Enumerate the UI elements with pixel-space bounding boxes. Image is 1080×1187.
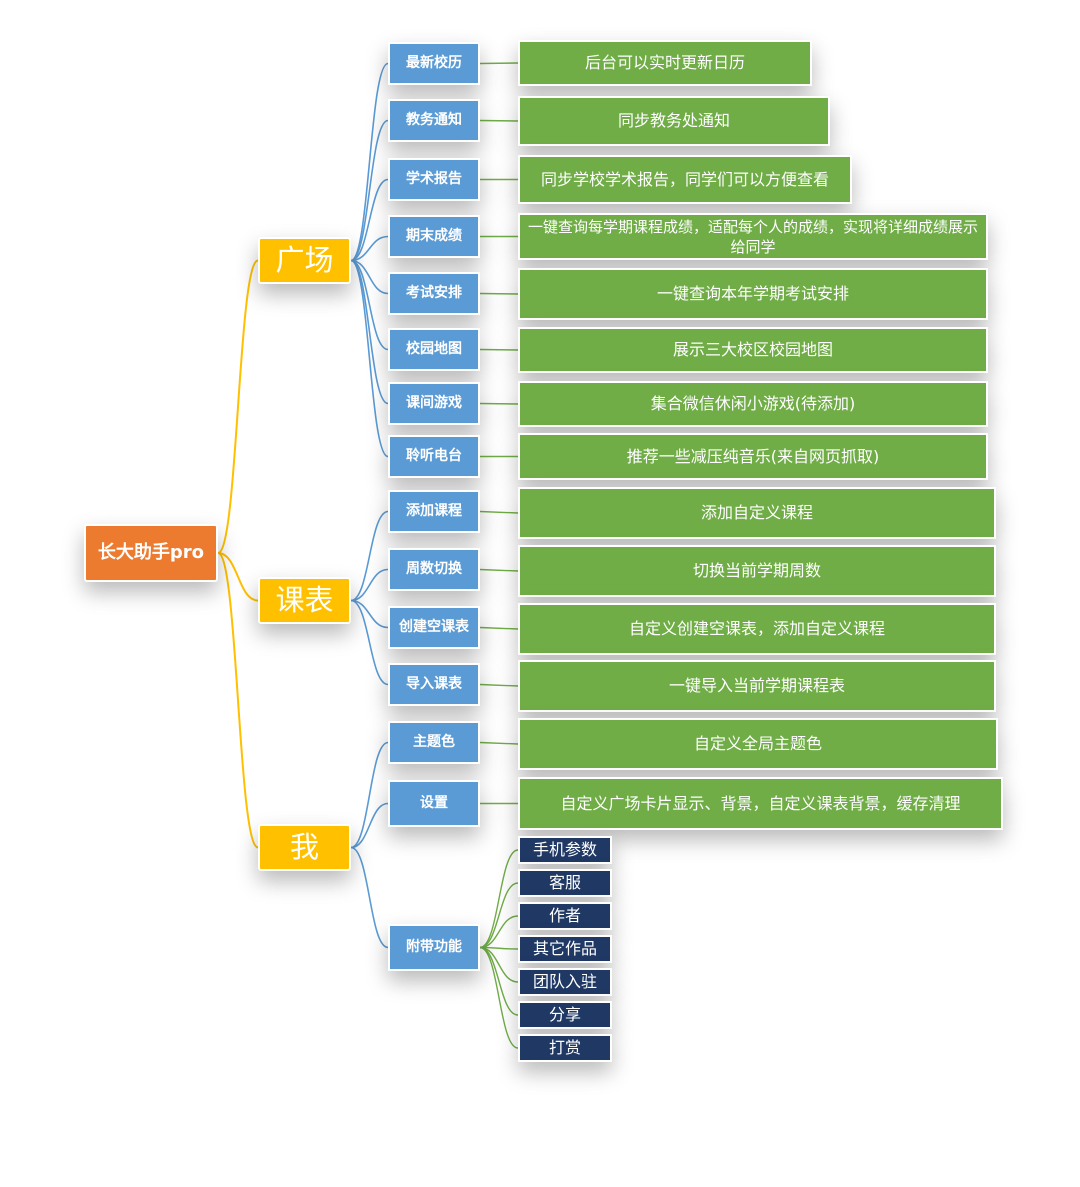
leaf-break-games: 课间游戏 bbox=[388, 382, 480, 425]
leaf-academic-notice: 教务通知 bbox=[388, 99, 480, 142]
leaf-latest-calendar: 最新校历 bbox=[388, 42, 480, 85]
connector-leaf-latest-calendar bbox=[350, 62, 389, 262]
connector-desc-add-course bbox=[479, 510, 519, 514]
connector-leaf-break-games bbox=[350, 259, 389, 405]
connector-leaf-exam-schedule bbox=[350, 259, 389, 295]
connector-root-branch-kebiao bbox=[217, 552, 259, 602]
leaf-create-empty-schedule: 创建空课表 bbox=[388, 606, 480, 649]
desc-week-switch: 切换当前学期周数 bbox=[518, 545, 996, 597]
connector-leaf-import-schedule bbox=[350, 599, 389, 686]
desc-import-schedule: 一键导入当前学期课程表 bbox=[518, 660, 996, 712]
connector-desc-exam-schedule bbox=[479, 292, 519, 295]
connector-extra-customer-service bbox=[479, 882, 519, 949]
desc-add-course: 添加自定义课程 bbox=[518, 487, 996, 539]
desc-settings: 自定义广场卡片显示、背景，自定义课表背景，缓存清理 bbox=[518, 777, 1003, 830]
desc-theme-color: 自定义全局主题色 bbox=[518, 718, 998, 770]
connector-leaf-week-switch bbox=[350, 568, 389, 602]
connector-extra-author bbox=[479, 915, 519, 949]
connector-leaf-campus-map bbox=[350, 259, 389, 351]
branch-kebiao: 课表 bbox=[258, 577, 351, 624]
connector-desc-week-switch bbox=[479, 568, 519, 572]
connector-extra-reward bbox=[479, 946, 519, 1049]
connector-desc-campus-map bbox=[479, 348, 519, 351]
connector-leaf-academic-notice bbox=[350, 119, 389, 262]
desc-academic-report: 同步学校学术报告，同学们可以方便查看 bbox=[518, 155, 852, 204]
connector-leaf-academic-report bbox=[350, 178, 389, 262]
leaf-final-grades: 期末成绩 bbox=[388, 215, 480, 258]
leaf-add-course: 添加课程 bbox=[388, 490, 480, 533]
connector-desc-break-games bbox=[479, 402, 519, 405]
connector-desc-import-schedule bbox=[479, 683, 519, 687]
desc-create-empty-schedule: 自定义创建空课表，添加自定义课程 bbox=[518, 603, 996, 655]
extra-share: 分享 bbox=[518, 1001, 612, 1029]
leaf-import-schedule: 导入课表 bbox=[388, 663, 480, 706]
branch-wo: 我 bbox=[258, 824, 351, 871]
extra-reward: 打赏 bbox=[518, 1034, 612, 1062]
leaf-exam-schedule: 考试安排 bbox=[388, 272, 480, 315]
connector-leaf-add-course bbox=[350, 510, 389, 602]
leaf-theme-color: 主题色 bbox=[388, 721, 480, 764]
connector-leaf-theme-color bbox=[350, 741, 389, 849]
connector-root-branch-wo bbox=[217, 552, 259, 849]
connector-leaf-radio bbox=[350, 259, 389, 458]
connector-leaf-settings bbox=[350, 802, 389, 849]
leaf-radio: 聆听电台 bbox=[388, 435, 480, 478]
desc-break-games: 集合微信休闲小游戏(待添加) bbox=[518, 381, 988, 427]
desc-final-grades: 一键查询每学期课程成绩，适配每个人的成绩，实现将详细成绩展示给同学 bbox=[518, 213, 988, 260]
connector-desc-theme-color bbox=[479, 741, 519, 745]
connector-extra-team-join bbox=[479, 946, 519, 983]
desc-latest-calendar: 后台可以实时更新日历 bbox=[518, 40, 812, 86]
leaf-academic-report: 学术报告 bbox=[388, 158, 480, 201]
extra-other-works: 其它作品 bbox=[518, 935, 612, 963]
desc-academic-notice: 同步教务处通知 bbox=[518, 96, 830, 146]
connector-desc-create-empty-schedule bbox=[479, 626, 519, 630]
connector-leaf-extras bbox=[350, 846, 389, 949]
leaf-settings: 设置 bbox=[388, 780, 480, 827]
connector-leaf-final-grades bbox=[350, 235, 389, 262]
extra-author: 作者 bbox=[518, 902, 612, 930]
extra-phone-params: 手机参数 bbox=[518, 836, 612, 864]
connector-extra-phone-params bbox=[479, 849, 519, 949]
desc-exam-schedule: 一键查询本年学期考试安排 bbox=[518, 268, 988, 320]
root-node: 长大助手pro bbox=[84, 524, 218, 582]
branch-guangchang: 广场 bbox=[258, 237, 351, 284]
leaf-week-switch: 周数切换 bbox=[388, 548, 480, 591]
connector-desc-academic-notice bbox=[479, 119, 519, 122]
extra-team-join: 团队入驻 bbox=[518, 968, 612, 996]
leaf-campus-map: 校园地图 bbox=[388, 328, 480, 371]
connector-desc-latest-calendar bbox=[479, 62, 519, 65]
leaf-extras: 附带功能 bbox=[388, 924, 480, 971]
desc-campus-map: 展示三大校区校园地图 bbox=[518, 327, 988, 373]
connector-root-branch-guangchang bbox=[217, 259, 259, 554]
extra-customer-service: 客服 bbox=[518, 869, 612, 897]
desc-radio: 推荐一些减压纯音乐(来自网页抓取) bbox=[518, 433, 988, 480]
